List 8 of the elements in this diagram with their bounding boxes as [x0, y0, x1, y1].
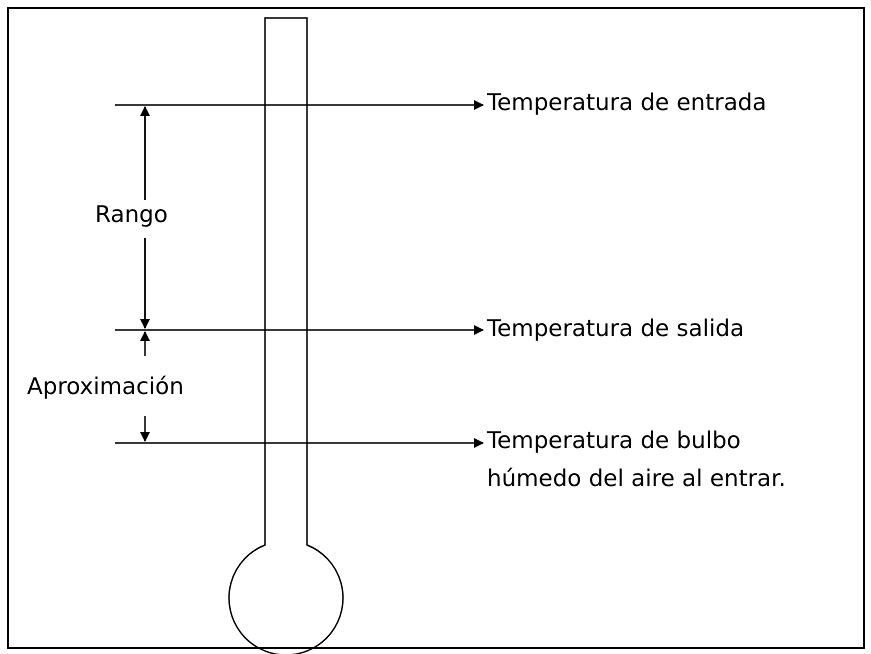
arrow — [115, 438, 484, 448]
arrow — [115, 100, 484, 110]
dimension-label: Rango — [95, 202, 168, 228]
dimension-label: Aproximación — [27, 374, 184, 400]
temperature-label: Temperatura de entrada — [487, 84, 767, 122]
temperature-label: Temperatura de salida — [487, 310, 744, 348]
arrow — [115, 325, 484, 335]
temperature-label: Temperatura de bulbo húmedo del aire al entrar. — [487, 422, 837, 498]
